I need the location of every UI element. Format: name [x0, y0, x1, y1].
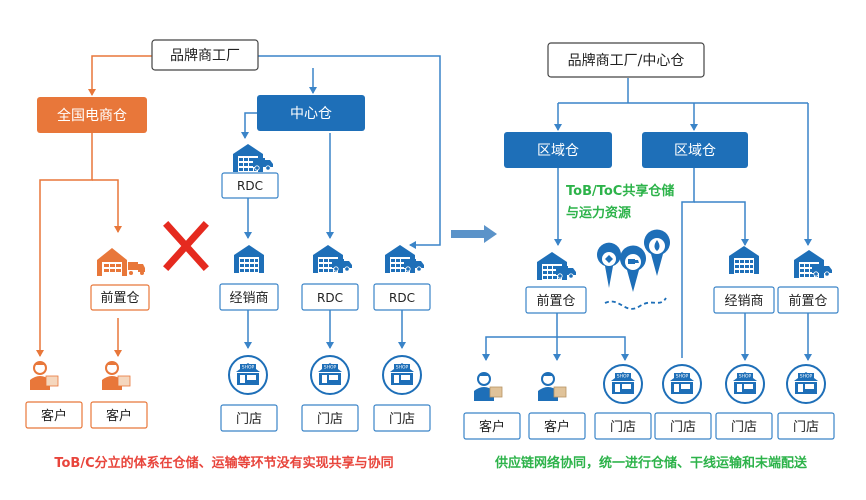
- central-warehouse-label: 中心仓: [290, 106, 332, 122]
- shop-icon: [382, 355, 422, 395]
- shop-icon: [662, 364, 702, 404]
- right-customer-1-label: 客户: [479, 419, 505, 435]
- region-warehouse-2-label: 区域仓: [674, 143, 716, 159]
- courier-icon: [101, 360, 131, 391]
- right-front-warehouse-1-label: 前置仓: [536, 293, 575, 309]
- national-warehouse-label: 全国电商仓: [57, 107, 127, 124]
- courier-icon: [29, 360, 59, 391]
- factory-label: 品牌商工厂: [170, 47, 240, 64]
- right-store-2-label: 门店: [670, 420, 696, 435]
- factory-box: [151, 39, 259, 71]
- front-warehouse-label: 前置仓: [100, 290, 139, 306]
- store-1-label: 门店: [236, 412, 262, 427]
- right-store-4-label: 门店: [793, 420, 819, 435]
- shop-icon: [310, 355, 350, 395]
- warehouse-icon: [97, 248, 145, 276]
- shop-icon: [603, 364, 643, 404]
- shared-resources-line2: 与运力资源: [566, 205, 631, 221]
- store-3-label: 门店: [389, 412, 415, 427]
- warehouse-icon: [234, 245, 264, 273]
- shop-icon: [228, 355, 268, 395]
- left-caption: ToB/C分立的体系在仓储、运输等环节没有实现共享与协同: [54, 455, 393, 471]
- right-customer-2-label: 客户: [544, 419, 570, 435]
- shop-icon: [725, 364, 765, 404]
- left-diagram: 品牌商工厂 全国电商仓 中心仓 RDC 前置仓 经销商: [25, 39, 441, 471]
- store-2-label: 门店: [317, 412, 343, 427]
- arrow-right-icon: [451, 225, 497, 243]
- right-caption: 供应链网络协同，统一进行仓储、干线运输和末端配送: [494, 455, 808, 471]
- warehouse-icon: [233, 144, 274, 172]
- warehouse-icon: [794, 250, 833, 278]
- shop-icon: [786, 364, 826, 404]
- factory-center-label: 品牌商工厂/中心仓: [568, 52, 685, 69]
- warehouse-icon: [385, 245, 425, 273]
- right-dealer-label: 经销商: [724, 294, 763, 309]
- cross-icon: [163, 221, 209, 271]
- right-diagram: 品牌商工厂/中心仓 区域仓 区域仓 ToB/ToC共享仓储 与运力资源 前置仓: [463, 42, 839, 471]
- region-warehouse-1-label: 区域仓: [537, 143, 579, 159]
- rdc-mid-label: RDC: [317, 291, 343, 305]
- courier-icon: [473, 371, 503, 402]
- shared-resources-line1: ToB/ToC共享仓储: [566, 183, 674, 199]
- courier-icon: [537, 371, 567, 402]
- warehouse-icon: [537, 252, 577, 280]
- map-pin-icon: [597, 229, 670, 310]
- customer-2-label: 客户: [106, 408, 132, 424]
- customer-1-label: 客户: [41, 408, 67, 424]
- right-store-1-label: 门店: [610, 420, 636, 435]
- dealer-label: 经销商: [229, 291, 268, 306]
- rdc-top-label: RDC: [237, 179, 263, 193]
- warehouse-icon: [729, 246, 759, 274]
- right-front-warehouse-2-label: 前置仓: [788, 293, 827, 309]
- warehouse-icon: [313, 245, 353, 273]
- national-warehouse-box: [37, 97, 147, 133]
- central-warehouse-box: [257, 95, 365, 131]
- rdc-right-label: RDC: [389, 291, 415, 305]
- right-store-3-label: 门店: [731, 420, 757, 435]
